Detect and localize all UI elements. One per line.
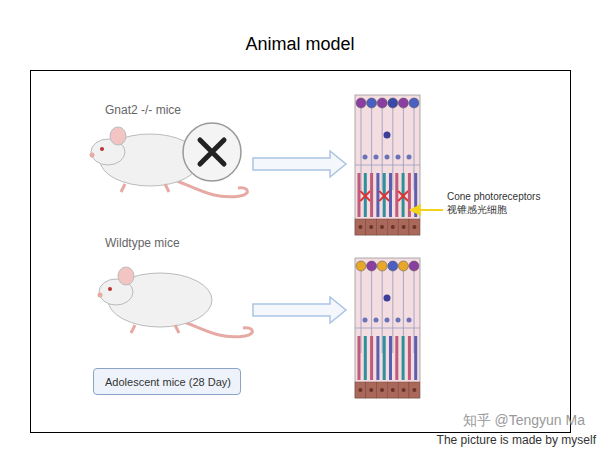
callout-label: Cone photoreceptors <box>447 191 540 203</box>
block-arrow <box>253 297 346 323</box>
block-arrow <box>253 151 346 177</box>
retina-wildtype <box>355 258 420 398</box>
retina-knockout <box>355 95 420 235</box>
callout-label: 视锥感光细胞 <box>447 204 507 216</box>
box-text: Adolescent mice (28 Day) <box>105 376 229 389</box>
group-label: Wildtype mice <box>105 236 180 250</box>
info-box: Adolescent mice (28 Day) <box>93 368 241 395</box>
watermark: 知乎 @Tengyun Ma <box>463 412 585 429</box>
mouse-knockout <box>90 123 248 197</box>
note: The picture is made by myself <box>437 433 596 447</box>
group-label: Gnat2 -/- mice <box>105 103 181 117</box>
frame <box>31 71 571 433</box>
title: Animal model <box>245 34 354 56</box>
leader-arrow <box>410 209 443 211</box>
mouse-wildtype <box>98 267 253 337</box>
